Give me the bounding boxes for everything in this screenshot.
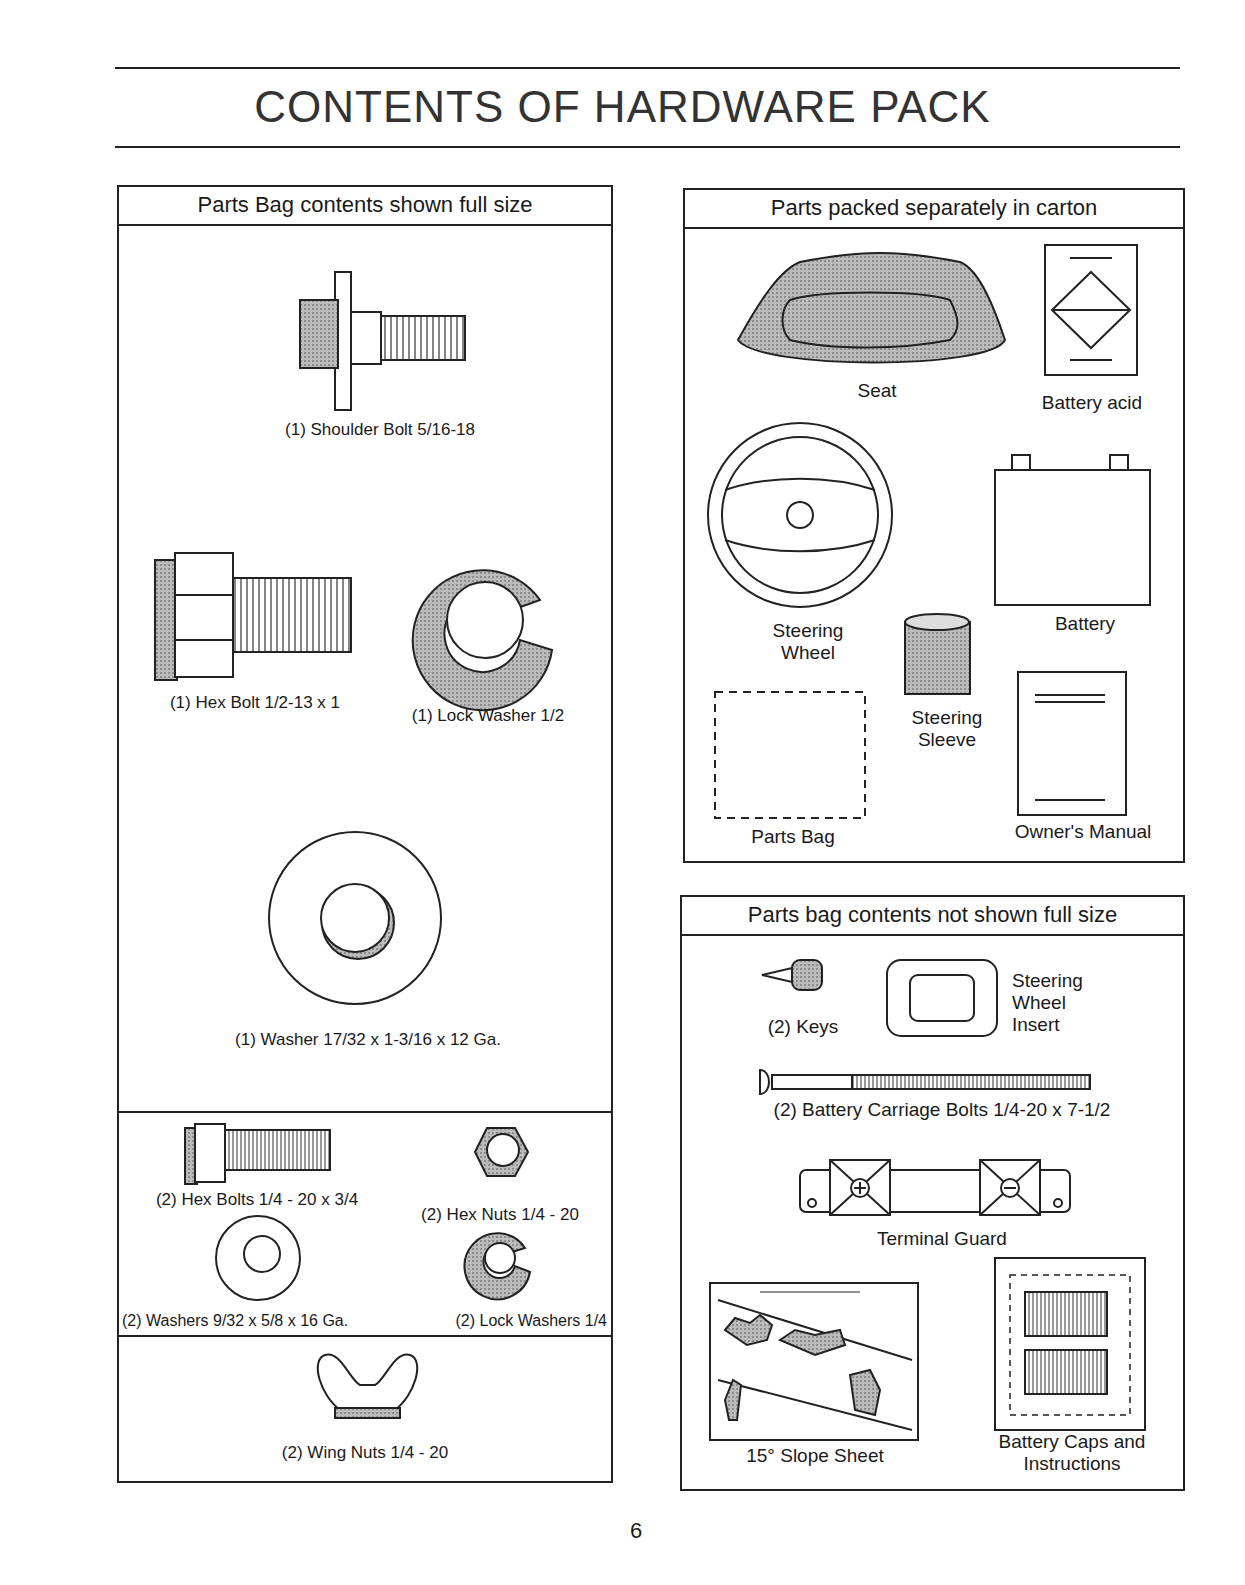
part-label: (1) Lock Washer 1/2	[412, 706, 564, 726]
panel-heading: Parts packed separately in carton	[685, 190, 1183, 229]
part-label: (2) Lock Washers 1/4	[456, 1312, 607, 1330]
part-label: (2) Wing Nuts 1/4 - 20	[282, 1443, 448, 1463]
part-label: (2) Washers 9/32 x 5/8 x 16 Ga.	[122, 1312, 348, 1330]
panel-heading: Parts bag contents not shown full size	[682, 897, 1183, 936]
part-label: 15° Slope Sheet	[746, 1445, 884, 1467]
part-label: (2) Hex Nuts 1/4 - 20	[421, 1205, 579, 1225]
part-label: (1) Washer 17/32 x 1-3/16 x 12 Ga.	[235, 1030, 501, 1050]
part-label: Terminal Guard	[877, 1228, 1007, 1250]
part-label: Battery Caps and Instructions	[985, 1431, 1160, 1475]
part-label: Owner's Manual	[1015, 821, 1152, 843]
panel-box: Parts bag contents not shown full size	[680, 895, 1185, 1491]
part-label: Steering Wheel Insert	[1012, 970, 1102, 1036]
part-label: Steering Sleeve	[897, 707, 997, 751]
page-number: 6	[630, 1518, 642, 1543]
part-label: Steering Wheel	[758, 620, 858, 664]
part-label: Battery	[1055, 613, 1115, 635]
panel-heading: Parts Bag contents shown full size	[119, 187, 611, 226]
panel-box: Parts packed separately in carton	[683, 188, 1185, 863]
page-title: CONTENTS OF HARDWARE PACK	[0, 82, 1245, 132]
part-label: (2) Battery Carriage Bolts 1/4-20 x 7-1/…	[774, 1099, 1111, 1121]
part-label: (2) Keys	[768, 1016, 839, 1038]
part-label: (1) Shoulder Bolt 5/16-18	[285, 420, 475, 440]
part-label: Seat	[857, 380, 896, 402]
part-label: (1) Hex Bolt 1/2-13 x 1	[170, 693, 340, 713]
part-label: Parts Bag	[751, 826, 834, 848]
part-label: (2) Hex Bolts 1/4 - 20 x 3/4	[156, 1190, 358, 1210]
part-label: Battery acid	[1042, 392, 1142, 414]
panel-box: Parts Bag contents shown full size	[117, 185, 613, 1483]
